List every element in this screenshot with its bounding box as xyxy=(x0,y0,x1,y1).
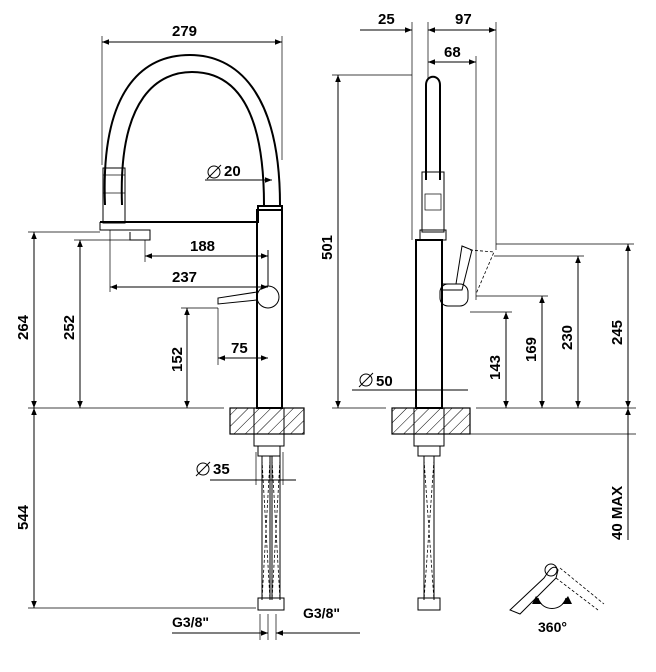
dim-169: 169 xyxy=(523,337,540,362)
dim-501: 501 xyxy=(319,235,336,260)
dim-188: 188 xyxy=(190,238,215,255)
dim-68: 68 xyxy=(444,44,461,61)
faucet-body xyxy=(256,209,283,409)
supply-hoses xyxy=(257,456,285,611)
dim-264: 264 xyxy=(15,314,32,340)
dim-252: 252 xyxy=(61,315,78,340)
dim-20: 20 xyxy=(224,163,241,180)
side-spray-head xyxy=(421,171,445,233)
side-lever xyxy=(442,245,473,291)
front-view: 279 20 188 237 264 252 152 75 xyxy=(15,23,360,640)
dim-230: 230 xyxy=(559,325,576,350)
rotation-label: 360° xyxy=(538,619,567,635)
dim-279: 279 xyxy=(172,23,197,40)
side-view: 25 97 68 501 50 143 169 230 245 40 MAX xyxy=(319,11,636,611)
diameter-symbol-icon xyxy=(207,165,221,179)
dim-97: 97 xyxy=(455,11,472,28)
dim-40-max: 40 MAX xyxy=(609,486,626,540)
spray-head-button xyxy=(102,174,126,194)
lever-handle xyxy=(217,291,258,305)
side-hose xyxy=(417,456,441,611)
spout-arc-outer xyxy=(103,53,281,206)
deck-section xyxy=(229,407,305,435)
side-body xyxy=(415,239,443,409)
side-lever-swing xyxy=(469,249,495,295)
spout-arc-inner xyxy=(120,70,265,206)
side-spout-neck xyxy=(425,75,441,180)
dim-50: 50 xyxy=(376,373,393,390)
lever-hub xyxy=(256,285,280,309)
dim-143: 143 xyxy=(487,355,504,380)
spout-arm xyxy=(100,205,283,223)
dim-25: 25 xyxy=(378,11,395,28)
dim-152: 152 xyxy=(169,347,186,372)
mount-shank xyxy=(257,445,281,457)
diameter-symbol-icon xyxy=(359,373,373,387)
side-deck-section xyxy=(391,407,471,435)
dim-35: 35 xyxy=(213,461,230,478)
rotation-arrow-icon xyxy=(537,597,567,609)
dim-544: 544 xyxy=(15,504,32,530)
spout-tip xyxy=(99,222,151,241)
dim-75: 75 xyxy=(231,340,248,357)
thread-left: G3/8" xyxy=(172,614,209,630)
diameter-symbol-icon xyxy=(196,462,210,476)
thread-right: G3/8" xyxy=(303,605,340,621)
dim-245: 245 xyxy=(609,320,626,345)
rotation-360-icon: 360° xyxy=(509,563,605,635)
dim-237: 237 xyxy=(172,269,197,286)
